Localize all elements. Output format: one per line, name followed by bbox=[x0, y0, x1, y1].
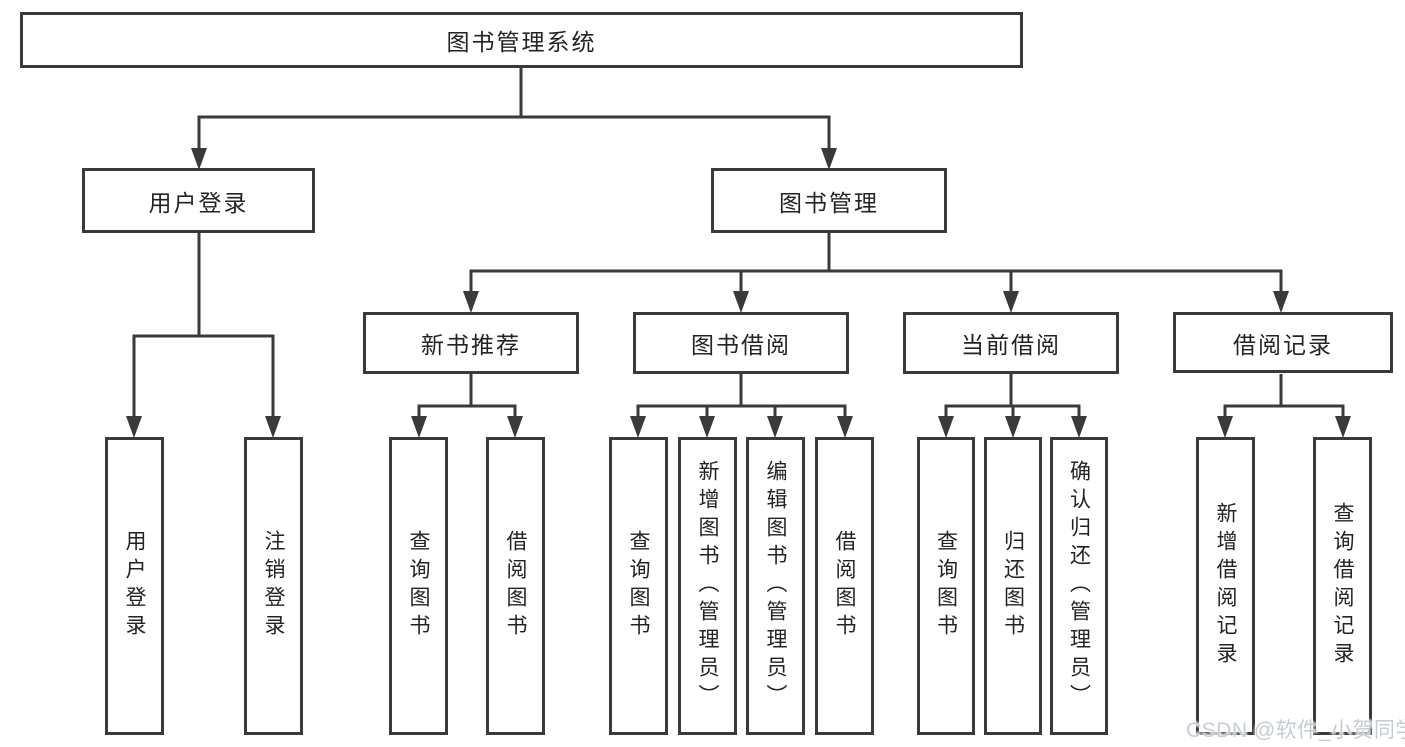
node-book-borrowing: 图书借阅 bbox=[633, 312, 849, 374]
node-borrowing-records: 借阅记录 bbox=[1173, 312, 1393, 373]
node-user-login: 用户登录 bbox=[82, 168, 315, 233]
node-new-book-recommend: 新书推荐 bbox=[363, 312, 579, 374]
leaf-add-borrow-record-label: 新增借阅记录 bbox=[1214, 502, 1238, 670]
leaf-user-login: 用户登录 bbox=[105, 437, 164, 735]
leaf-logout-label: 注销登录 bbox=[262, 530, 286, 642]
leaf-confirm-return-admin: 确认归还（管理员） bbox=[1050, 437, 1108, 735]
node-book-management: 图书管理 bbox=[711, 168, 947, 233]
node-book-management-label: 图书管理 bbox=[779, 189, 879, 216]
leaf-query-books-1: 查询图书 bbox=[389, 437, 448, 735]
leaf-add-books-admin-label: 新增图书（管理员） bbox=[696, 460, 720, 712]
leaf-confirm-return-admin-label: 确认归还（管理员） bbox=[1067, 460, 1091, 712]
leaf-query-borrow-record: 查询借阅记录 bbox=[1313, 437, 1372, 735]
connector-arrowheads bbox=[126, 148, 1351, 438]
leaf-edit-books-admin-label: 编辑图书（管理员） bbox=[764, 460, 788, 712]
leaf-query-books-2: 查询图书 bbox=[609, 437, 668, 735]
leaf-user-login-label: 用户登录 bbox=[123, 530, 147, 642]
node-user-login-label: 用户登录 bbox=[148, 189, 249, 216]
leaf-borrow-books-2: 借阅图书 bbox=[815, 437, 874, 735]
leaf-query-borrow-record-label: 查询借阅记录 bbox=[1331, 502, 1355, 670]
leaf-add-borrow-record: 新增借阅记录 bbox=[1196, 437, 1255, 735]
node-new-book-recommend-label: 新书推荐 bbox=[421, 332, 521, 358]
node-library-system-label: 图书管理系统 bbox=[446, 29, 597, 55]
node-current-borrowing: 当前借阅 bbox=[903, 312, 1119, 374]
leaf-query-books-2-label: 查询图书 bbox=[627, 530, 651, 642]
node-library-system: 图书管理系统 bbox=[20, 12, 1023, 68]
csdn-watermark: CSDN @软件_小贺同学 bbox=[1186, 719, 1405, 742]
leaf-return-books-label: 归还图书 bbox=[1001, 530, 1025, 642]
leaf-edit-books-admin: 编辑图书（管理员） bbox=[746, 437, 805, 735]
leaf-add-books-admin: 新增图书（管理员） bbox=[678, 437, 737, 735]
leaf-query-books-3-label: 查询图书 bbox=[934, 530, 958, 642]
leaf-borrow-books-2-label: 借阅图书 bbox=[833, 530, 857, 642]
leaf-return-books: 归还图书 bbox=[984, 437, 1042, 735]
node-book-borrowing-label: 图书借阅 bbox=[691, 332, 791, 358]
leaf-borrow-books-1: 借阅图书 bbox=[486, 437, 545, 735]
leaf-borrow-books-1-label: 借阅图书 bbox=[504, 530, 528, 642]
leaf-logout: 注销登录 bbox=[244, 437, 303, 735]
leaf-query-books-1-label: 查询图书 bbox=[407, 530, 431, 642]
node-borrowing-records-label: 借阅记录 bbox=[1233, 331, 1333, 358]
leaf-query-books-3: 查询图书 bbox=[917, 437, 975, 735]
connector-stems bbox=[132, 68, 1345, 420]
node-current-borrowing-label: 当前借阅 bbox=[961, 332, 1061, 358]
